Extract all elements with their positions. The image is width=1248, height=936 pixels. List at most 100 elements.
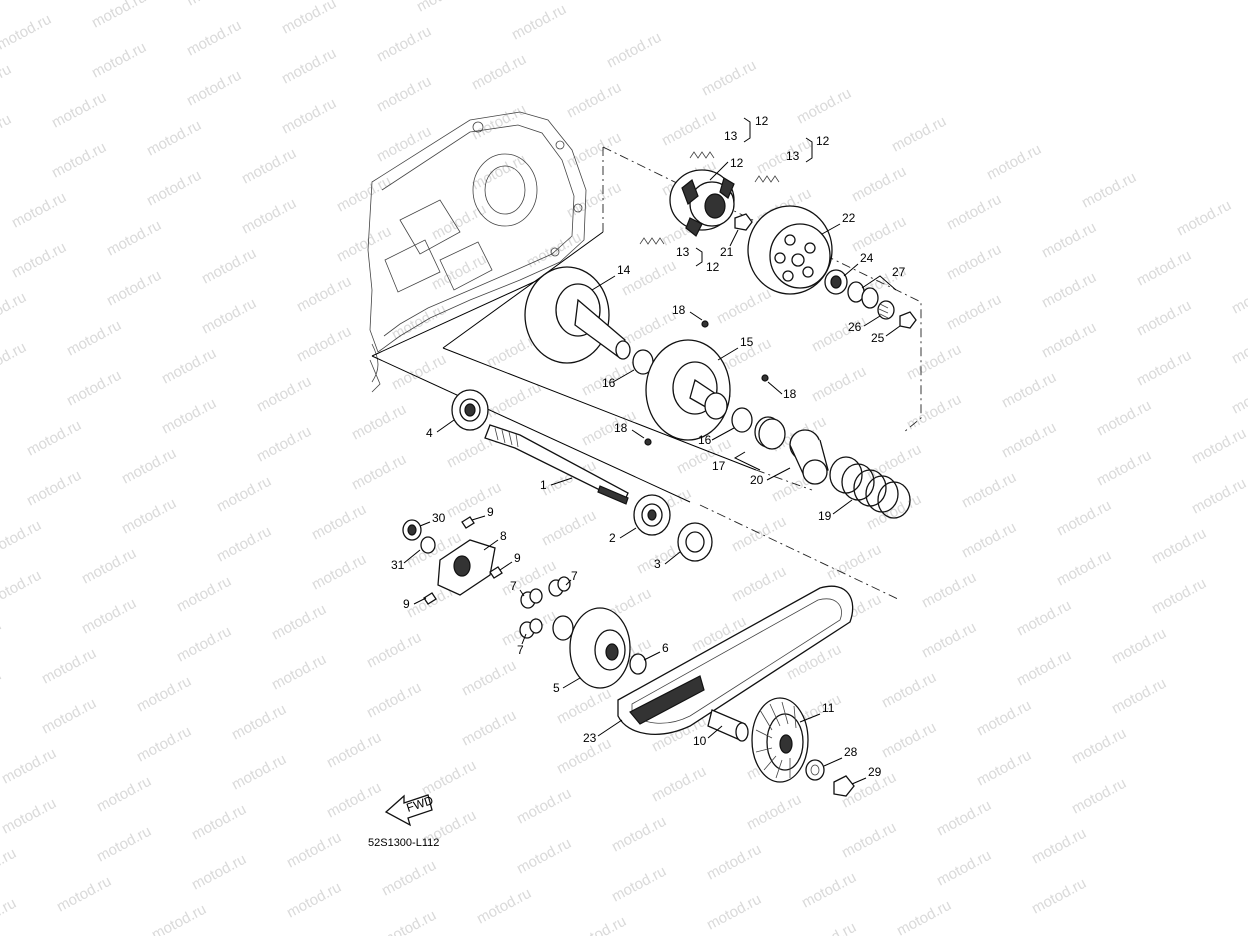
leader-c22 bbox=[821, 223, 841, 235]
watermark-text: motod.ru bbox=[364, 679, 424, 722]
watermark-text: motod.ru bbox=[459, 707, 519, 750]
watermark-text: motod.ru bbox=[0, 617, 4, 660]
callout-c12d: 12 bbox=[706, 260, 720, 274]
callout-c25: 25 bbox=[871, 331, 885, 345]
watermark-text: motod.ru bbox=[144, 167, 204, 210]
watermark-text: motod.ru bbox=[934, 797, 994, 840]
watermark-text: motod.ru bbox=[999, 419, 1059, 462]
watermark-text: motod.ru bbox=[1054, 547, 1114, 590]
watermark-text: motod.ru bbox=[744, 791, 804, 834]
leader-c23 bbox=[597, 719, 623, 737]
watermark-text: motod.ru bbox=[974, 747, 1034, 790]
oil-seal-30 bbox=[402, 519, 422, 541]
leader-c9a bbox=[471, 515, 486, 521]
watermark-text: motod.ru bbox=[894, 897, 954, 936]
watermark-text: motod.ru bbox=[484, 379, 544, 422]
callout-c21: 21 bbox=[720, 245, 734, 259]
clutch-spring-c bbox=[639, 237, 665, 245]
callout-c11: 11 bbox=[822, 701, 835, 715]
watermark-text: motod.ru bbox=[904, 341, 964, 384]
callout-c22: 22 bbox=[842, 211, 856, 225]
watermark-text: motod.ru bbox=[879, 669, 939, 712]
slider-9b bbox=[489, 566, 503, 579]
watermark-text: motod.ru bbox=[39, 695, 99, 738]
callout-c17: 17 bbox=[712, 459, 726, 473]
watermark-text: motod.ru bbox=[134, 723, 194, 766]
watermark-text: motod.ru bbox=[659, 107, 719, 150]
o-ring-16b bbox=[731, 407, 753, 433]
watermark-text: motod.ru bbox=[1134, 297, 1194, 340]
callout-c18b: 18 bbox=[783, 387, 797, 401]
watermark-text: motod.ru bbox=[174, 573, 234, 616]
watermark-text: motod.ru bbox=[509, 1, 569, 44]
weight-7b bbox=[548, 576, 571, 597]
watermark-text: motod.ru bbox=[49, 139, 109, 182]
leader-c18a bbox=[689, 311, 703, 321]
watermark-text: motod.ru bbox=[514, 835, 574, 878]
watermark-text: motod.ru bbox=[514, 785, 574, 828]
callout-bracket bbox=[733, 451, 761, 471]
callout-c4: 4 bbox=[426, 426, 433, 440]
watermark-text: motod.ru bbox=[104, 217, 164, 260]
leader-c7c bbox=[521, 633, 527, 645]
watermark-text: motod.ru bbox=[1039, 319, 1099, 362]
leader-c18c bbox=[631, 429, 645, 439]
watermark-text: motod.ru bbox=[254, 423, 314, 466]
watermark-text: motod.ru bbox=[309, 501, 369, 544]
bearing-24 bbox=[824, 269, 848, 295]
leader-c3 bbox=[664, 551, 681, 565]
o-ring-31 bbox=[420, 536, 436, 554]
watermark-text: motod.ru bbox=[79, 545, 139, 588]
watermark-text: motod.ru bbox=[649, 763, 709, 806]
watermark-text: motod.ru bbox=[184, 67, 244, 110]
slider-9a bbox=[461, 516, 475, 529]
watermark-text: motod.ru bbox=[1094, 447, 1154, 490]
watermark-text: motod.ru bbox=[64, 317, 124, 360]
watermark-text: motod.ru bbox=[999, 369, 1059, 412]
spring-seat-20 bbox=[789, 429, 829, 485]
watermark-text: motod.ru bbox=[184, 0, 244, 10]
watermark-text: motod.ru bbox=[1069, 775, 1129, 818]
watermark-text: motod.ru bbox=[864, 491, 924, 534]
watermark-text: motod.ru bbox=[309, 551, 369, 594]
watermark-text: motod.ru bbox=[799, 869, 859, 912]
watermark-text: motod.ru bbox=[379, 907, 439, 936]
watermark-text: motod.ru bbox=[0, 339, 29, 382]
callout-c24: 24 bbox=[860, 251, 874, 265]
watermark-text: motod.ru bbox=[9, 239, 69, 282]
watermark-text: motod.ru bbox=[134, 673, 194, 716]
callout-leader-lines bbox=[403, 117, 901, 785]
watermark-text: motod.ru bbox=[934, 847, 994, 890]
callout-c19: 19 bbox=[818, 509, 832, 523]
watermark-text: motod.ru bbox=[119, 495, 179, 538]
watermark-text: motod.ru bbox=[564, 79, 624, 122]
watermark-text: motod.ru bbox=[159, 345, 219, 388]
callout-c29: 29 bbox=[868, 765, 882, 779]
watermark-text: motod.ru bbox=[469, 51, 529, 94]
watermark-text: motod.ru bbox=[1054, 497, 1114, 540]
callout-c28: 28 bbox=[844, 745, 858, 759]
collar-26 bbox=[877, 300, 895, 320]
watermark-text: motod.ru bbox=[824, 541, 884, 584]
callout-c3: 3 bbox=[654, 557, 661, 571]
watermark-text: motod.ru bbox=[849, 163, 909, 206]
leader-c7b bbox=[565, 579, 572, 586]
callout-bracket bbox=[743, 117, 751, 143]
watermark-text: motod.ru bbox=[0, 111, 14, 154]
callout-c27: 27 bbox=[892, 265, 906, 279]
watermark-text: motod.ru bbox=[284, 829, 344, 872]
watermark-text: motod.ru bbox=[1189, 425, 1248, 468]
slider-9c bbox=[423, 592, 437, 605]
leader-c19 bbox=[832, 499, 853, 515]
clutch-housing bbox=[747, 205, 833, 295]
watermark-text: motod.ru bbox=[609, 813, 669, 856]
watermark-text: motod.ru bbox=[714, 285, 774, 328]
watermark-text: motod.ru bbox=[729, 563, 789, 606]
watermark-text: motod.ru bbox=[94, 773, 154, 816]
watermark-text: motod.ru bbox=[379, 857, 439, 900]
watermark-text: motod.ru bbox=[334, 173, 394, 216]
watermark-text: motod.ru bbox=[89, 39, 149, 82]
watermark-text: motod.ru bbox=[1229, 275, 1248, 318]
callout-c26: 26 bbox=[848, 320, 862, 334]
